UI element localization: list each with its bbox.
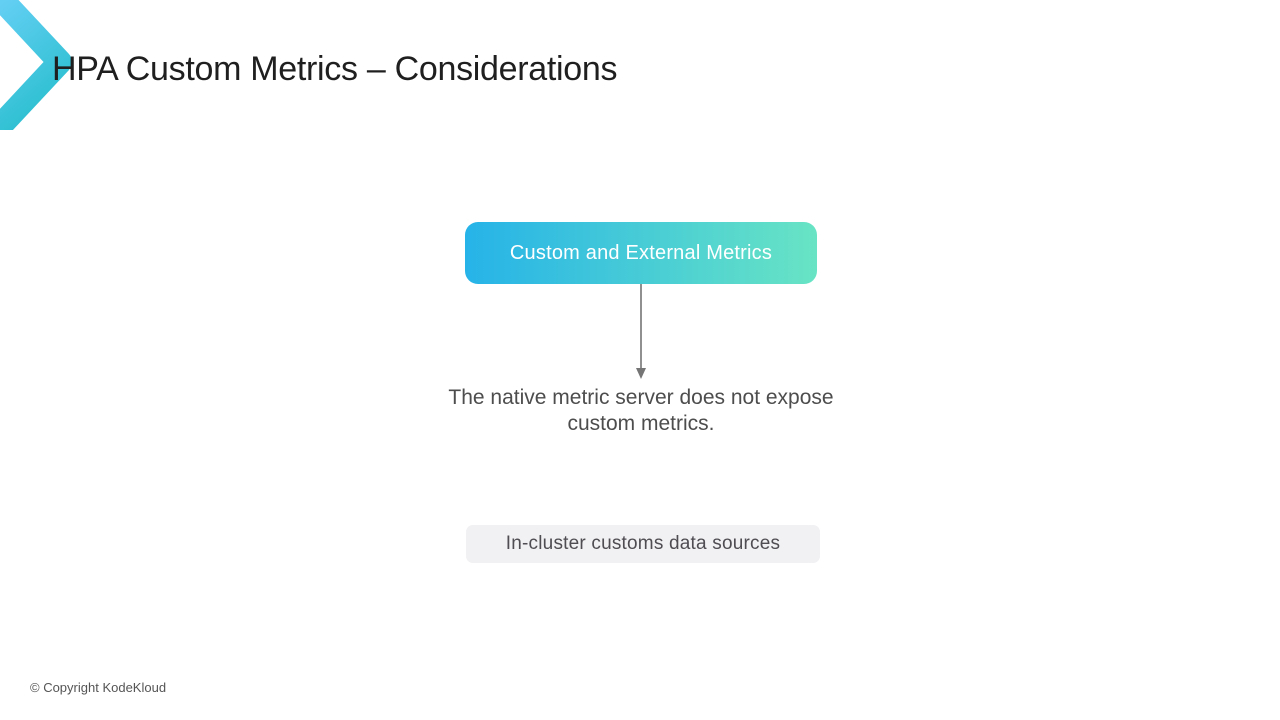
chevron-icon-svg [0, 0, 72, 130]
custom-metrics-box: Custom and External Metrics [465, 222, 817, 284]
copyright-footer: © Copyright KodeKloud [30, 680, 167, 695]
custom-metrics-box-label: Custom and External Metrics [509, 241, 773, 264]
note-text: The native metric server does not expose… [448, 386, 834, 435]
slide-title: HPA Custom Metrics – Considerations [52, 50, 618, 88]
data-sources-box-label: In-cluster customs data sources [505, 533, 781, 554]
data-sources-box: In-cluster customs data sources [466, 525, 820, 563]
down-arrow-icon [636, 284, 646, 379]
kodekloud-chevron-icon [0, 0, 72, 130]
